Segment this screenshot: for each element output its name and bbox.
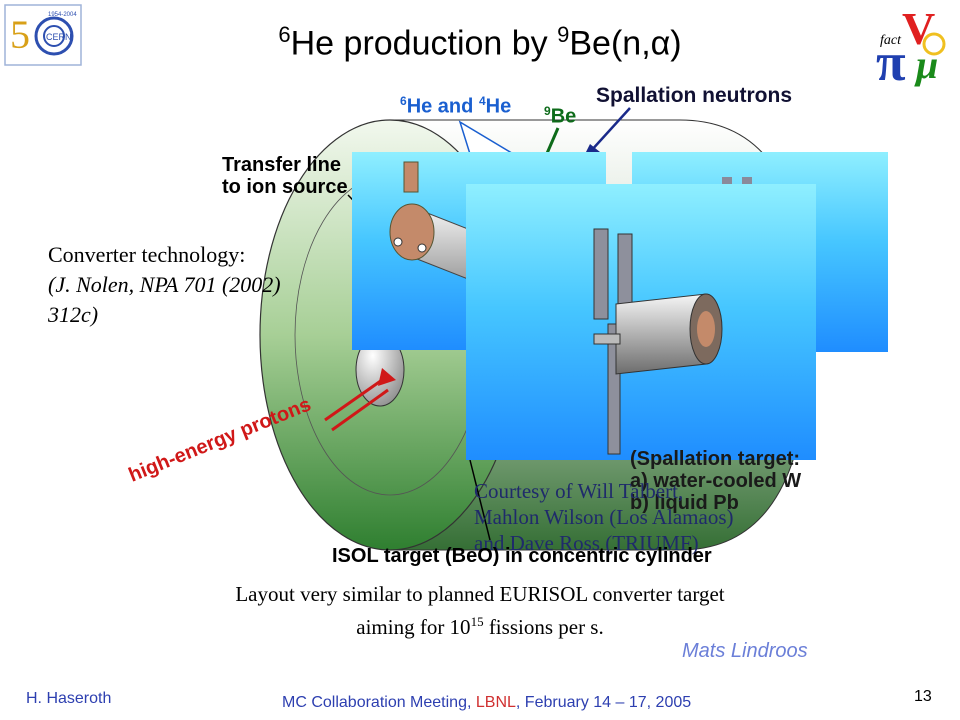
converter-heading: Converter technology:	[48, 242, 246, 267]
converter-citation: (J. Nolen, NPA 701 (2002)	[48, 272, 281, 297]
converter-technology-note: Converter technology: (J. Nolen, NPA 701…	[48, 240, 281, 330]
fact-nu-logo: V π μ fact	[872, 3, 950, 92]
layout-description: Layout very similar to planned EURISOL c…	[235, 582, 725, 639]
author-name: Mats Lindroos	[682, 640, 808, 662]
isol-target-label: ISOL target (BeO) in concentric cylinder	[332, 545, 712, 567]
footer-meeting: MC Collaboration Meeting, LBNL, February…	[282, 694, 692, 711]
svg-text:V: V	[902, 4, 935, 54]
be-label: 9Be	[544, 104, 577, 128]
photo-panel-3	[466, 184, 816, 460]
fact-logo-text: fact	[880, 33, 902, 48]
slide-title: 6He production by 9Be(n,α)	[278, 22, 682, 63]
courtesy-credit: Courtesy of Will Talbert, Mahlon Wilson …	[474, 479, 734, 555]
converter-citation-page: 312c)	[48, 302, 99, 327]
spallation-neutrons-label: Spallation neutrons	[596, 84, 793, 107]
cern-logo-text: CERN	[46, 32, 72, 42]
he-isotopes-label: 6He and 4He	[400, 94, 512, 118]
svg-text:π: π	[876, 32, 906, 88]
svg-text:5: 5	[10, 12, 30, 57]
cern-50-logo: 5 CERN 1954-2004	[4, 4, 82, 66]
footer-presenter: H. Haseroth	[26, 690, 112, 707]
cern-logo-years: 1954-2004	[48, 12, 77, 18]
spallation-target-label: (Spallation target: a) water-cooled W b)…	[630, 448, 802, 514]
page-number: 13	[914, 688, 932, 705]
